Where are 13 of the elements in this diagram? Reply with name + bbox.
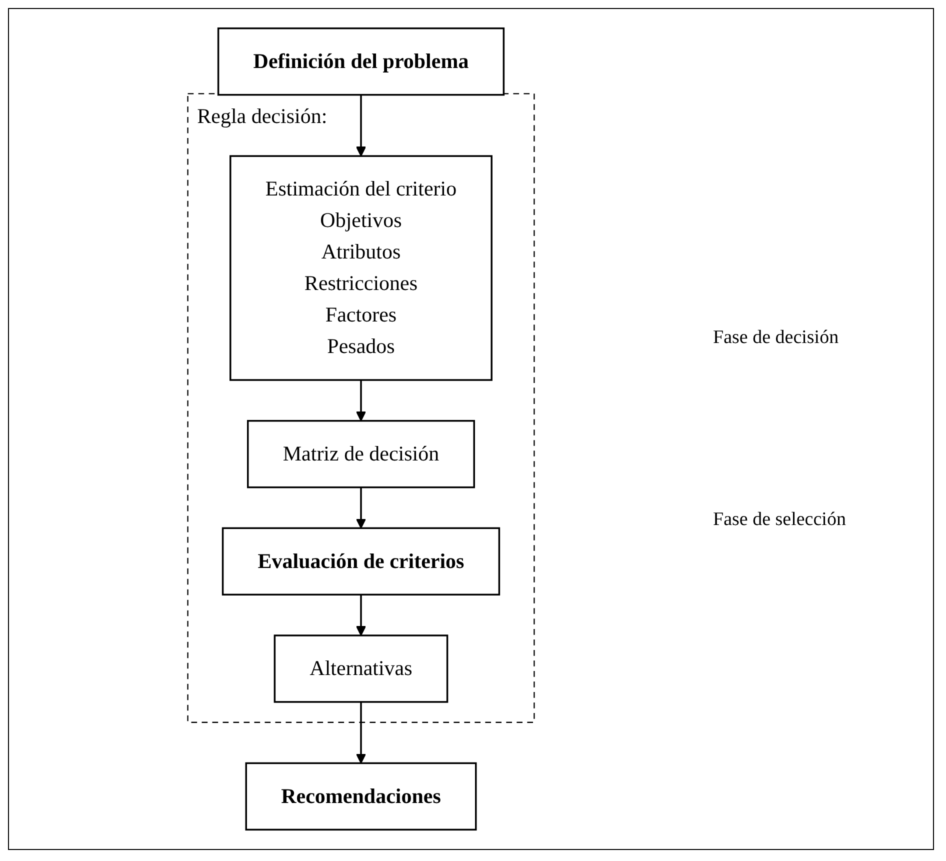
node-box: Recomendaciones — [245, 762, 477, 831]
arrow — [356, 94, 366, 157]
arrow — [356, 487, 366, 529]
node-box: Estimación del criterio Objetivos Atributos Restricciones Factores Pesados — [230, 155, 492, 381]
node-box: Evaluación de criterios — [222, 527, 500, 596]
node-box: Definición del problema — [217, 27, 505, 96]
node-box: Matriz de decisión — [247, 420, 475, 488]
phase-label: Fase de decisión — [713, 327, 840, 349]
arrow — [356, 380, 366, 422]
arrow — [356, 702, 366, 764]
phase-label: Fase de selección — [713, 509, 847, 531]
arrow — [356, 594, 366, 636]
node-box: Alternativas — [274, 634, 448, 703]
